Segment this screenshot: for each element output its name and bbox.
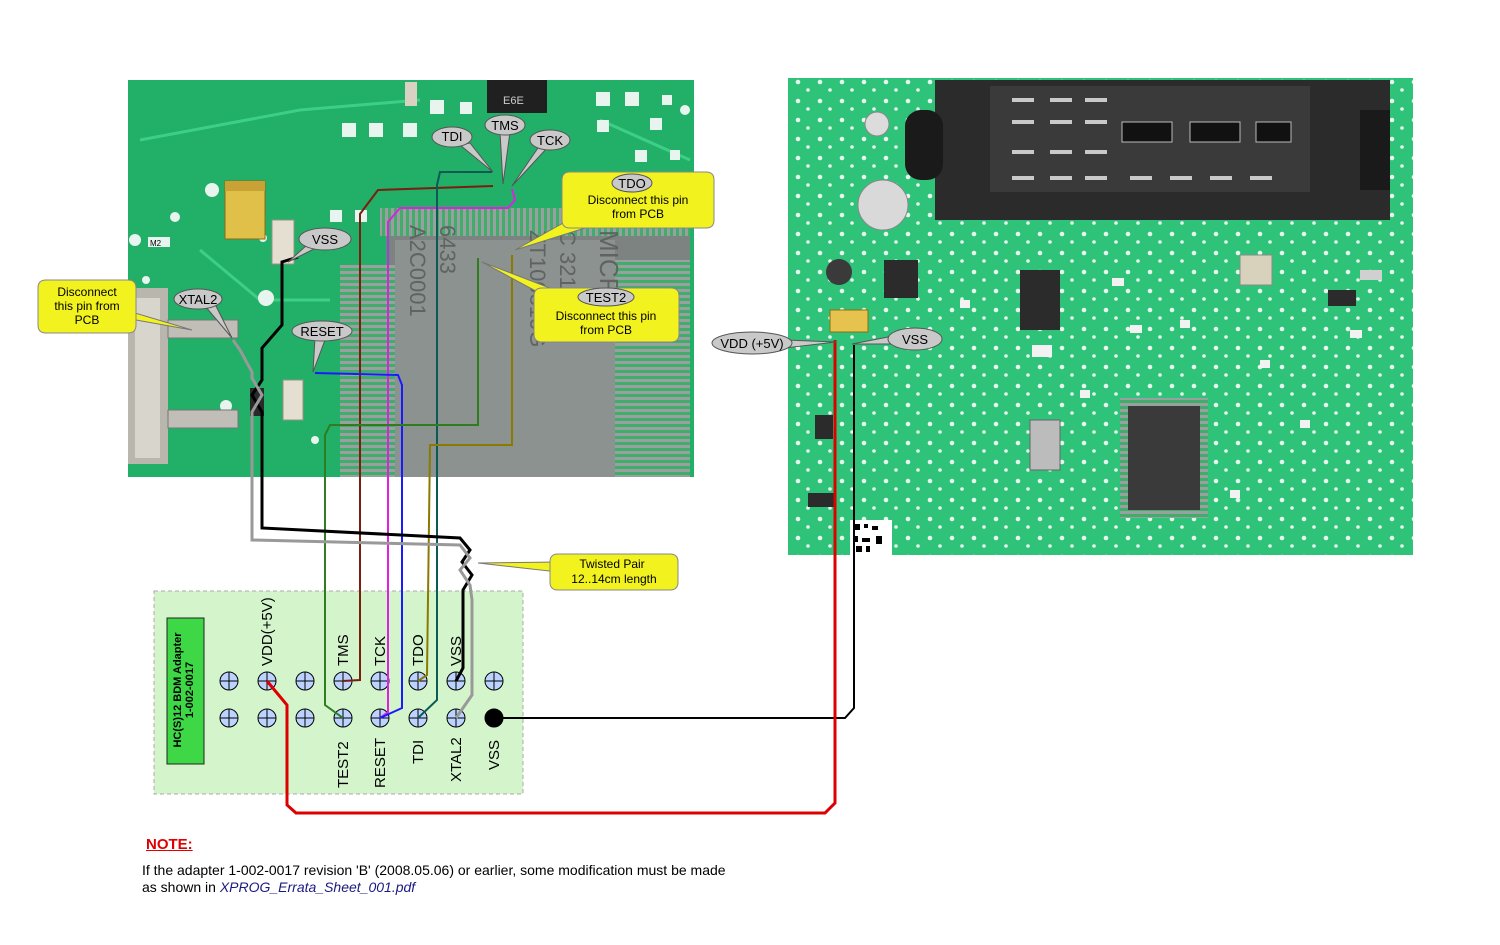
adapter-pin	[295, 671, 315, 691]
vss-right-label: VSS	[902, 332, 928, 347]
bdm-adapter: HC(S)12 BDM Adapter 1-002-0017	[153, 590, 524, 795]
note-line-1: If the adapter 1-002-0017 revision 'B' (…	[142, 862, 726, 878]
tms-label-oval	[484, 114, 526, 136]
wire-xtal2	[231, 339, 474, 719]
errata-sheet-link[interactable]: XPROG_Errata_Sheet_001.pdf	[219, 879, 416, 895]
adapter-label-vss-top: VSS	[448, 636, 465, 666]
test2-callout-box	[533, 287, 680, 343]
adapter-pin	[484, 671, 504, 691]
vss-left-label: VSS	[312, 232, 338, 247]
reset-label-oval	[291, 320, 353, 342]
adapter-title-line: 1-002-0017	[184, 662, 196, 718]
adapter-label-test2: TEST2	[335, 741, 352, 788]
adapter-pin	[219, 708, 239, 728]
adapter-label-vss-bottom: VSS	[486, 740, 503, 770]
tck-label-oval	[529, 129, 571, 151]
right-pcb-photo	[788, 78, 1433, 555]
wire-tms	[342, 185, 494, 682]
tdo-callout-line: from PCB	[612, 207, 664, 221]
reset-label: RESET	[300, 324, 343, 339]
wire-vdd	[265, 340, 837, 815]
test2-callout-line: from PCB	[580, 323, 632, 337]
twisted-pair-box	[549, 553, 679, 591]
tck-label: TCK	[537, 133, 563, 148]
vss-right-label-oval	[887, 327, 943, 351]
note-line-2: as shown in XPROG_Errata_Sheet_001.pdf	[142, 879, 842, 896]
xtal2-callout-line: this pin from	[54, 299, 119, 313]
wire-tck	[379, 188, 517, 719]
note-title: NOTE:	[146, 836, 193, 853]
test2-label: TEST2	[586, 290, 626, 305]
twisted-pair-line: 12..14cm length	[571, 572, 656, 586]
chip-marking-line: 6433	[435, 225, 460, 274]
wire-reset	[314, 372, 403, 719]
wires	[231, 171, 855, 815]
note-line-2-prefix: as shown in	[142, 879, 220, 895]
adapter-title-line: HC(S)12 BDM Adapter	[172, 632, 184, 748]
tms-label: TMS	[491, 118, 519, 133]
chip-marking-line: A2C0001	[405, 225, 430, 317]
adapter-label-vdd: VDD(+5V)	[259, 597, 276, 666]
note-body: If the adapter 1-002-0017 revision 'B' (…	[142, 862, 842, 896]
adapter-label-tms: TMS	[335, 634, 352, 666]
adapter-label-reset: RESET	[372, 738, 389, 788]
tdo-label: TDO	[618, 176, 645, 191]
adapter-label-tdi: TDI	[410, 740, 427, 764]
tdi-label: TDI	[442, 129, 463, 144]
adapter-pin	[219, 671, 239, 691]
wire-test2	[324, 258, 479, 719]
adapter-pin	[295, 708, 315, 728]
adapter-pin	[257, 708, 277, 728]
tdi-label-oval	[431, 126, 473, 148]
xtal2-label: XTAL2	[179, 292, 218, 307]
test2-callout-line: Disconnect this pin	[556, 309, 657, 323]
adapter-label-xtal2: XTAL2	[448, 737, 465, 782]
tdo-label-oval	[611, 173, 653, 193]
wire-vss-left	[250, 255, 474, 682]
vdd-label-oval	[711, 331, 793, 355]
xtal2-label-oval	[173, 288, 223, 310]
xtal2-callout-box	[37, 279, 137, 334]
adapter-label-tck: TCK	[372, 636, 389, 666]
vss-left-label-oval	[298, 227, 352, 251]
xtal2-callout-line: PCB	[75, 313, 100, 327]
tdo-callout-box	[561, 171, 715, 229]
left-pcb-photo: M2 E6E A2C0001 6433 ZT100810G C 32176 MI…	[128, 80, 694, 477]
adapter-pin	[370, 671, 390, 691]
twisted-pair-pointer	[477, 561, 559, 573]
svg-text:M2: M2	[150, 239, 162, 248]
wire-tdi	[417, 171, 492, 719]
svg-text:E6E: E6E	[503, 95, 524, 107]
tdo-callout-line: Disconnect this pin	[588, 193, 689, 207]
chip-marking: A2C0001 6433	[405, 225, 460, 317]
test2-label-oval	[577, 287, 635, 307]
twisted-pair-line: Twisted Pair	[579, 557, 644, 571]
wire-vss-right	[494, 345, 855, 719]
adapter-title: HC(S)12 BDM Adapter 1-002-0017	[172, 632, 196, 748]
wire-tdo	[417, 255, 513, 682]
adapter-label-tdo: TDO	[410, 634, 427, 666]
vdd-label: VDD (+5V)	[720, 336, 783, 351]
callouts: Disconnect this pin from PCB Disconnect …	[37, 114, 943, 591]
xtal2-callout-line: Disconnect	[57, 285, 117, 299]
